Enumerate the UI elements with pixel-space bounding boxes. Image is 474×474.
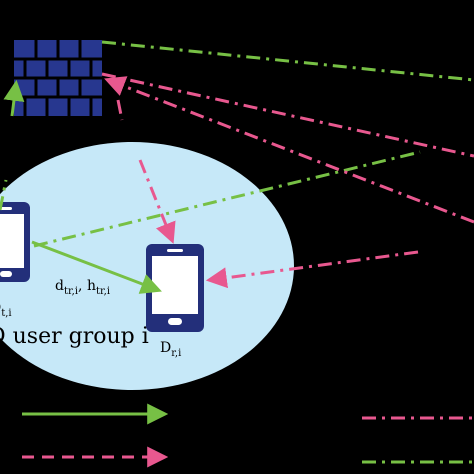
legend xyxy=(22,403,474,468)
pink-link-down xyxy=(116,99,124,121)
transmitter-smartphone-icon xyxy=(0,202,30,282)
pink-interference-links xyxy=(101,72,474,289)
green-link-wall-top xyxy=(101,40,474,82)
green-interference-links xyxy=(0,40,474,248)
pink-link-wall-side xyxy=(101,72,474,158)
green-link-left-edge xyxy=(0,179,8,211)
brick-firewall-icon xyxy=(14,40,102,116)
wall-uplink-arrow xyxy=(3,79,25,117)
pink-link-to-wall xyxy=(104,76,474,224)
pink-link-vertical xyxy=(138,159,176,244)
group-label: D user group i xyxy=(0,324,149,349)
pink-link-to-receiver xyxy=(205,250,419,289)
d2d-link-arrow xyxy=(31,240,162,294)
receiver-label: Dr,i xyxy=(160,340,181,359)
link-label: dtr,i, htr,i xyxy=(55,278,110,297)
green-link-diagonal xyxy=(33,150,421,248)
transmitter-label: Dt,i xyxy=(0,300,12,319)
